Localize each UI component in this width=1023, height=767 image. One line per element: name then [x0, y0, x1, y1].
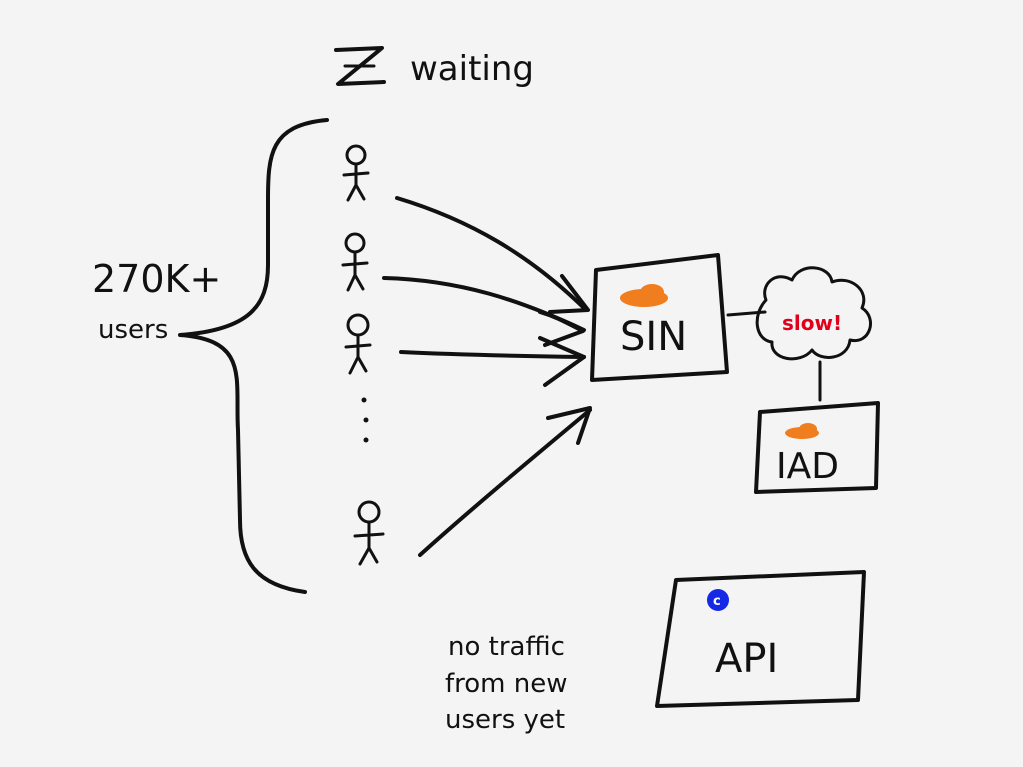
users-count: 270K+ — [92, 257, 221, 301]
user-figure — [353, 500, 385, 566]
title-waiting: waiting — [410, 49, 534, 89]
hourglass-icon — [334, 46, 386, 86]
sin-node: SIN — [590, 253, 729, 382]
note: no traffic from new users yet — [445, 632, 568, 735]
note-line: users yet — [445, 705, 565, 735]
user-figure — [341, 232, 369, 292]
api-badge: c — [713, 594, 721, 609]
traffic-arrows — [382, 196, 592, 557]
users-label: users — [98, 315, 168, 345]
iad-node: IAD — [754, 401, 880, 494]
note-line: from new — [445, 669, 568, 699]
iad-label: IAD — [776, 446, 839, 487]
slow-cloud: slow! — [755, 266, 872, 361]
user-figure — [344, 313, 372, 375]
sin-label: SIN — [620, 314, 687, 360]
note-line: no traffic — [448, 632, 565, 662]
ellipsis-dots — [361, 397, 369, 443]
api-node: c API — [655, 570, 866, 708]
api-label: API — [715, 636, 778, 682]
badge-icon — [707, 589, 729, 611]
user-figure — [342, 144, 370, 202]
users-brace — [178, 118, 329, 594]
slow-label: slow! — [782, 311, 842, 335]
